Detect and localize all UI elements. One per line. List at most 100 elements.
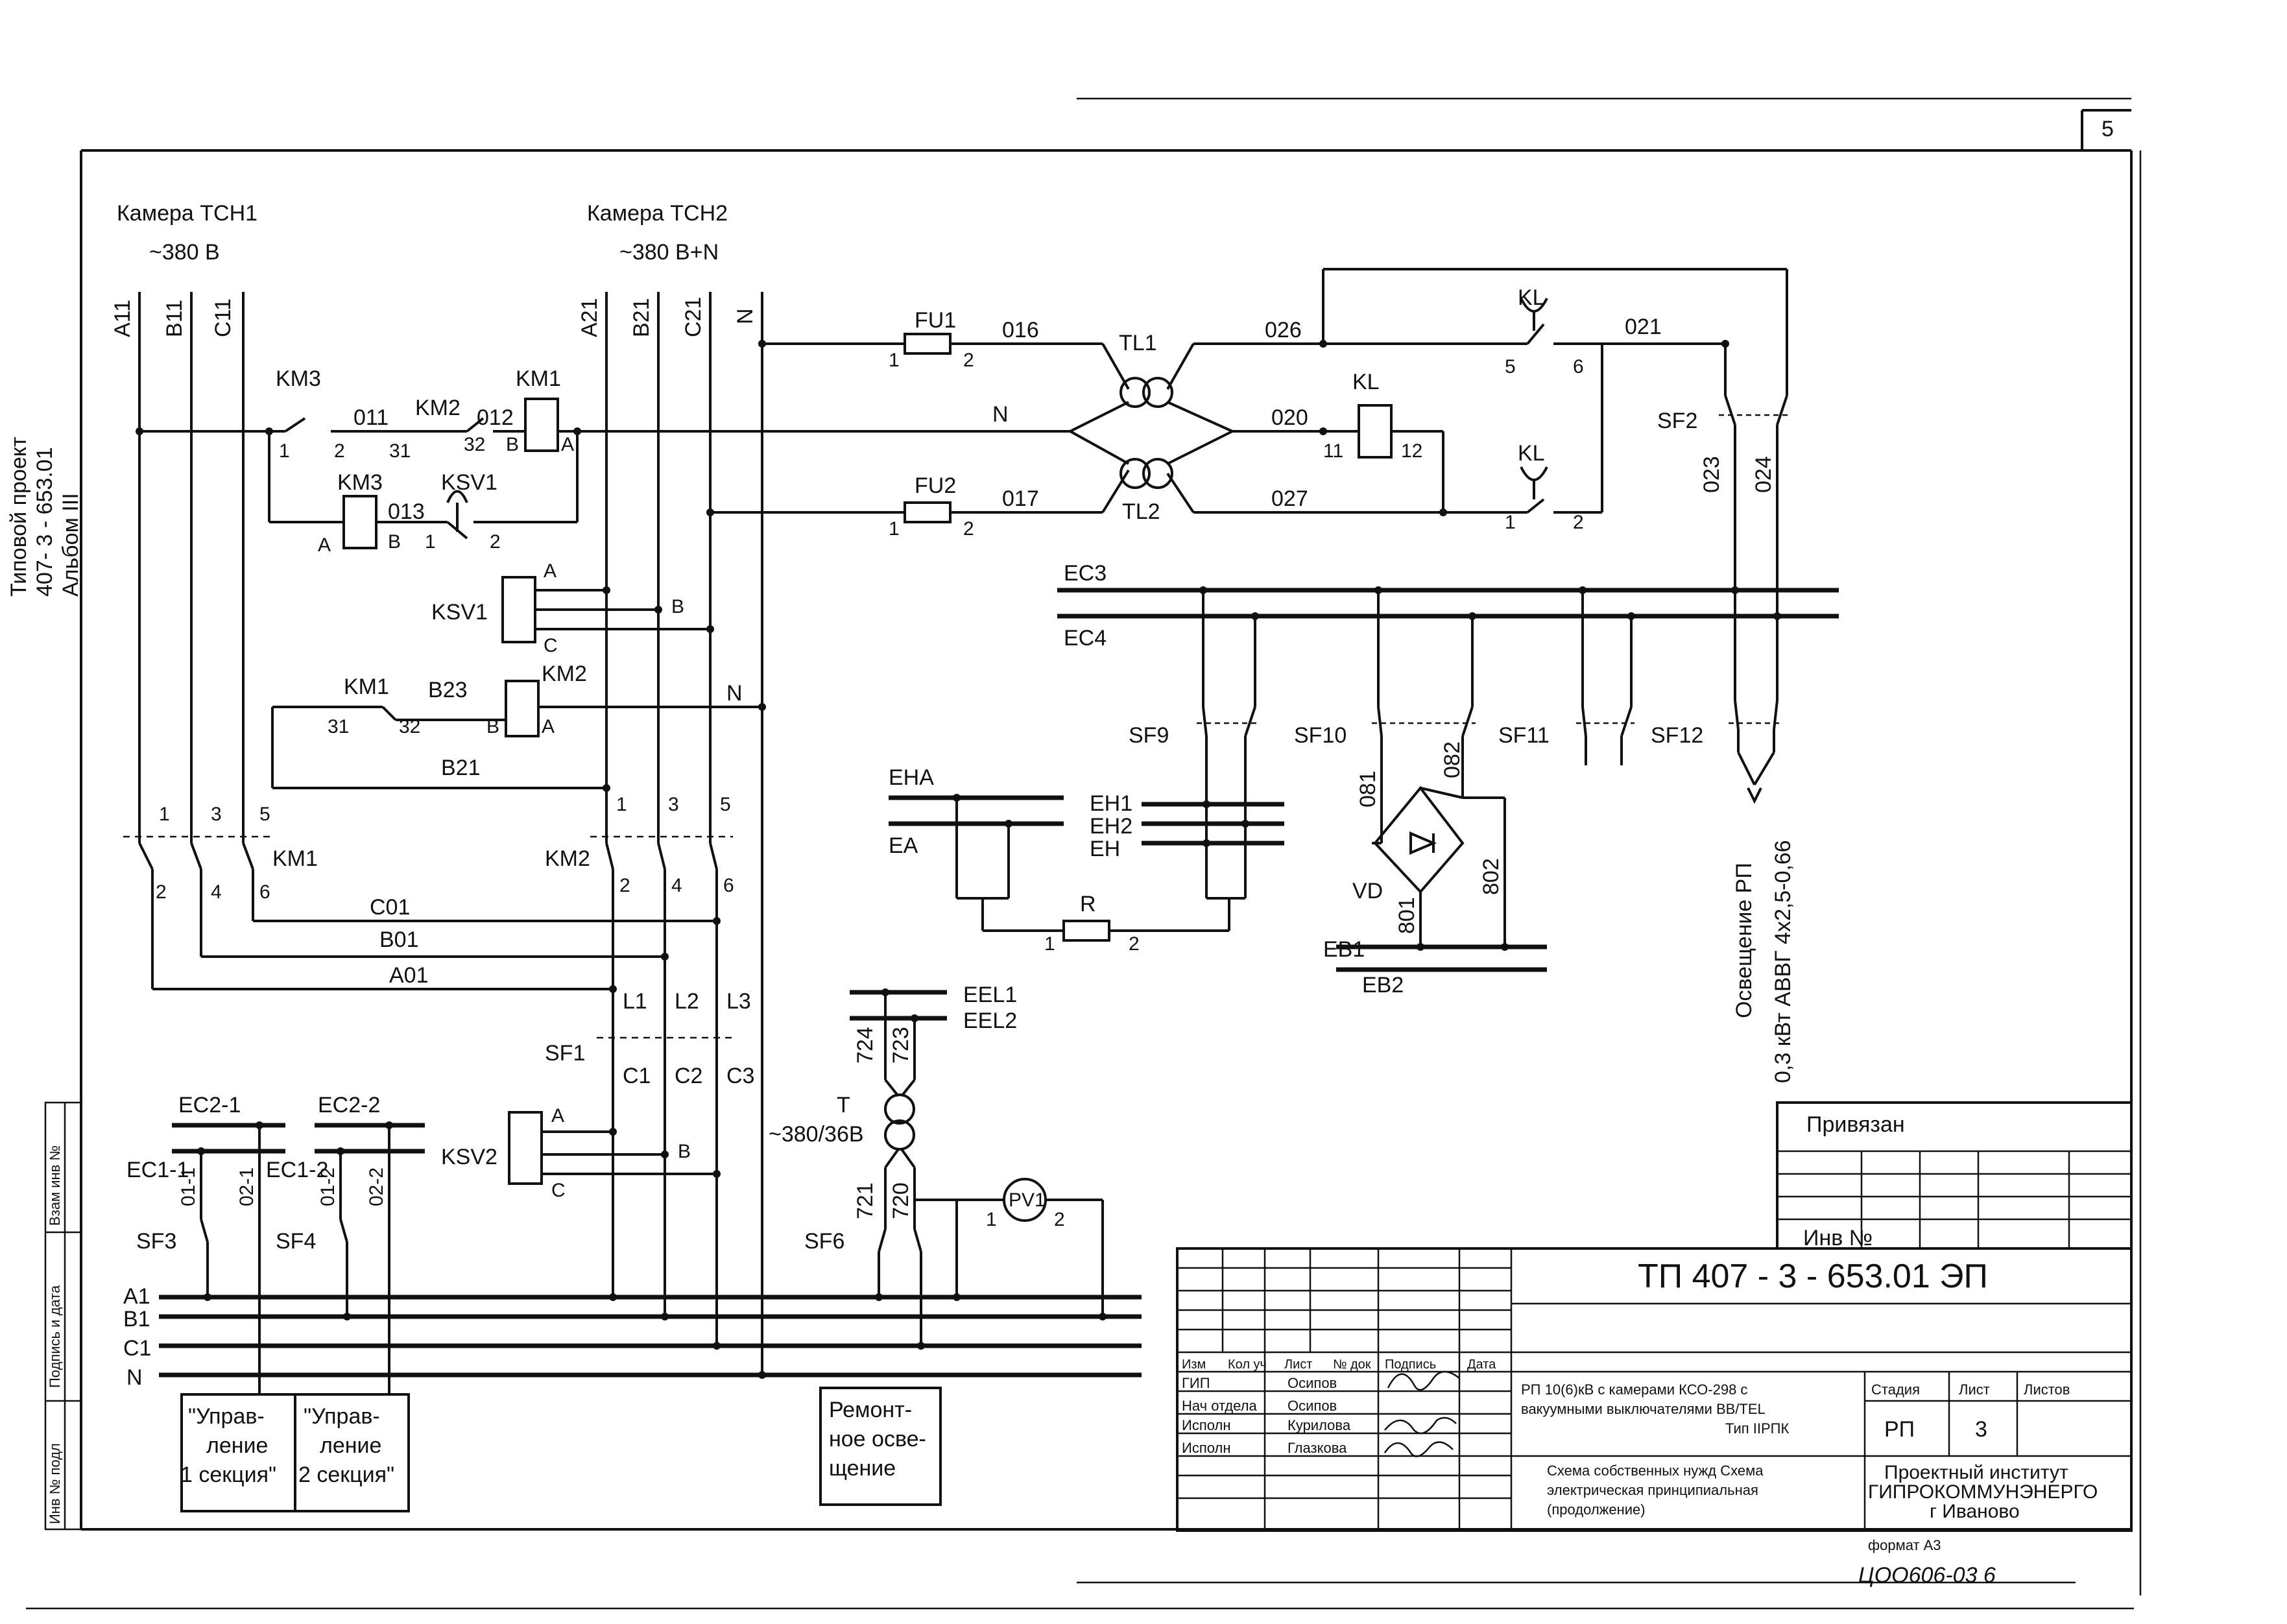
ksv1-a: A — [544, 560, 557, 582]
km1-pin31: 31 — [328, 716, 349, 737]
tb-hdr-list: Лист — [1284, 1357, 1312, 1372]
km1-contactor-label: KM1 — [272, 846, 318, 871]
label-TL2: TL2 — [1122, 499, 1160, 524]
wire-020: 020 — [1271, 405, 1308, 430]
label-EH1: EH1 — [1090, 791, 1132, 816]
wire-B21: B21 — [441, 756, 481, 780]
control-circuit — [139, 398, 762, 1185]
wire-021: 021 — [1625, 315, 1662, 339]
ksv1-pin2: 2 — [490, 531, 501, 553]
label-EEL1: EEL1 — [963, 983, 1017, 1007]
tb-sheet-2: электрическая принципиальная — [1547, 1482, 1758, 1498]
tb-hdr-kolvo: Кол уч — [1228, 1357, 1267, 1372]
heater-circuit — [889, 736, 1284, 942]
label-EC3: EC3 — [1064, 561, 1107, 586]
side-project: Типовой проект — [6, 436, 31, 597]
label-VD: VD — [1352, 879, 1383, 903]
phase-C21: C21 — [681, 297, 706, 337]
km1-pin5: 5 — [259, 804, 270, 825]
wire-802: 802 — [1479, 858, 1503, 895]
strip-vzam: Взам инв № — [47, 1145, 63, 1226]
wire-02-1: 02-1 — [236, 1167, 257, 1206]
strip-podpis: Подпись и дата — [47, 1285, 63, 1388]
km1-pin32: 32 — [399, 716, 420, 737]
label-SF11: SF11 — [1498, 723, 1550, 748]
tb-org-3: г Иваново — [1930, 1501, 2020, 1522]
wire-724: 724 — [853, 1027, 878, 1064]
label-T: T — [837, 1093, 850, 1117]
wire-081: 081 — [1356, 770, 1380, 807]
upr2-line2: ление — [320, 1433, 381, 1458]
tb-hdr-data: Дата — [1467, 1357, 1496, 1372]
label-SF2: SF2 — [1657, 409, 1697, 433]
wire-801: 801 — [1395, 897, 1419, 934]
label-KSV2: KSV2 — [441, 1145, 497, 1169]
tb-name-2: Курилова — [1287, 1417, 1351, 1433]
phase-C11: C11 — [211, 298, 235, 337]
drawing-frame — [26, 97, 2142, 1610]
wire-016: 016 — [1002, 318, 1039, 342]
tb-project-3: Тип IIРПК — [1725, 1420, 1789, 1437]
upr1-line1: "Управ- — [188, 1404, 265, 1429]
bus-B1: B1 — [123, 1307, 150, 1331]
tb-stage-hdr: Стадия — [1871, 1381, 1920, 1398]
label-R: R — [1080, 892, 1096, 916]
tb-list-hdr: Лист — [1959, 1381, 1990, 1398]
label-EA: EA — [889, 833, 918, 858]
tb-inv: Инв № — [1803, 1226, 1873, 1250]
label-lighting-cable: 0,3 кВт АВВГ 4х2,5-0,66 — [1771, 840, 1795, 1083]
wire-N2: N — [992, 402, 1009, 427]
tb-role-0: ГИП — [1182, 1375, 1210, 1391]
pv1-pin2: 2 — [1054, 1209, 1065, 1230]
label-C3: C3 — [726, 1064, 754, 1088]
r-pin1: 1 — [1044, 933, 1055, 955]
left-strip: Взам инв № Подпись и дата Инв № подл — [44, 1101, 82, 1531]
phase-B21: B21 — [629, 298, 654, 338]
tb-sheet-1: Схема собственных нужд Схема — [1547, 1463, 1764, 1479]
wire-013: 013 — [388, 499, 425, 524]
wire-026: 026 — [1265, 318, 1302, 342]
fu2-pin1: 1 — [889, 518, 900, 540]
tb-hdr-ndok: № док — [1333, 1357, 1371, 1372]
km2-pin32: 32 — [464, 434, 485, 455]
r-pin2: 2 — [1129, 933, 1140, 955]
signatures — [1383, 1370, 1460, 1457]
upr1-box: "Управ- ление 1 секция" — [180, 1393, 296, 1512]
km2-coil-b: B — [486, 716, 499, 737]
remont-line3: щение — [829, 1456, 896, 1481]
label-EC2-2: EC2-2 — [318, 1093, 380, 1117]
label-KM2-coil: KM2 — [542, 662, 587, 686]
label-L1: L1 — [623, 989, 647, 1014]
fu1-pin2: 2 — [963, 350, 974, 371]
kl-pin6: 6 — [1573, 356, 1584, 377]
tb-role-1: Нач отдела — [1182, 1398, 1257, 1414]
km3-coil-a: A — [318, 534, 331, 556]
tb-hdr-izm: Изм — [1182, 1357, 1206, 1372]
wire-023: 023 — [1699, 456, 1724, 493]
km2-contactor-label: KM2 — [545, 846, 590, 871]
tb-org-1: Проектный институт — [1884, 1462, 2068, 1483]
label-TL1: TL1 — [1119, 331, 1157, 355]
rectifier-circuit — [1336, 736, 1547, 972]
label-KM1-contact: KM1 — [344, 675, 389, 699]
tl-circuit — [710, 268, 1790, 700]
phase-B11: B11 — [162, 300, 187, 337]
label-SF9: SF9 — [1129, 723, 1169, 748]
wire-017: 017 — [1002, 486, 1039, 511]
bus-A1: A1 — [123, 1284, 150, 1309]
remont-line2: ное осве- — [829, 1427, 926, 1451]
tb-sheet-3: (продолжение) — [1547, 1501, 1646, 1518]
label-EC2-1: EC2-1 — [178, 1093, 241, 1117]
tb-role-3: Исполн — [1182, 1440, 1230, 1456]
tb-stage: РП — [1884, 1417, 1915, 1442]
km1-pin4: 4 — [211, 881, 222, 903]
label-EHA: EHA — [889, 765, 934, 790]
upr2-line1: "Управ- — [304, 1404, 380, 1429]
label-KL-top: KL — [1518, 285, 1545, 310]
wire-011: 011 — [353, 405, 389, 430]
label-KL-bottom: KL — [1518, 441, 1545, 466]
label-SF12: SF12 — [1651, 723, 1703, 748]
tb-name-0: Осипов — [1287, 1375, 1337, 1391]
kl-pin1: 1 — [1505, 512, 1516, 533]
